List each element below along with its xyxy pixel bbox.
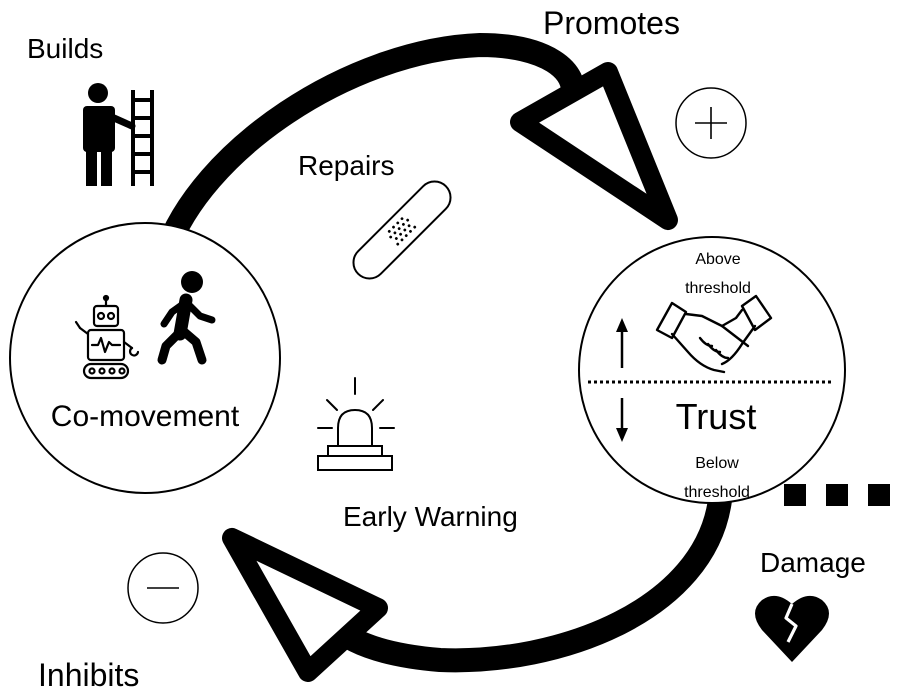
broken-heart-icon — [755, 595, 829, 662]
below-threshold-line1: Below — [695, 455, 739, 472]
early-warning-label: Early Warning — [343, 501, 518, 532]
co-movement-label: Co-movement — [51, 400, 240, 433]
person-ladder-icon — [83, 83, 154, 186]
below-threshold-line2: threshold — [684, 484, 750, 501]
promotes-label: Promotes — [543, 5, 680, 41]
damage-label: Damage — [760, 547, 866, 578]
promotes-arrowhead — [510, 62, 678, 230]
trust-label: Trust — [676, 396, 757, 437]
robot-icon — [74, 294, 140, 380]
handshake-icon — [655, 294, 773, 374]
bandage-icon — [352, 180, 452, 280]
inhibits-arrowhead — [222, 528, 388, 682]
down-arrow-icon — [616, 398, 628, 442]
inhibits-label: Inhibits — [38, 657, 139, 693]
alarm-light-icon — [317, 377, 395, 471]
trust-node: Above threshold Trust Below threshold — [578, 236, 846, 504]
damage-dashes — [784, 484, 890, 506]
builds-label: Builds — [27, 33, 103, 64]
walking-person-icon — [157, 271, 216, 365]
co-movement-node: Co-movement — [9, 222, 281, 494]
up-arrow-icon — [616, 318, 628, 368]
promotes-arc — [153, 32, 586, 267]
above-threshold-line2: threshold — [685, 280, 751, 297]
repairs-label: Repairs — [298, 150, 394, 181]
minus-sign-icon — [127, 552, 199, 624]
above-threshold-line1: Above — [695, 251, 740, 268]
plus-sign-icon — [675, 87, 747, 159]
